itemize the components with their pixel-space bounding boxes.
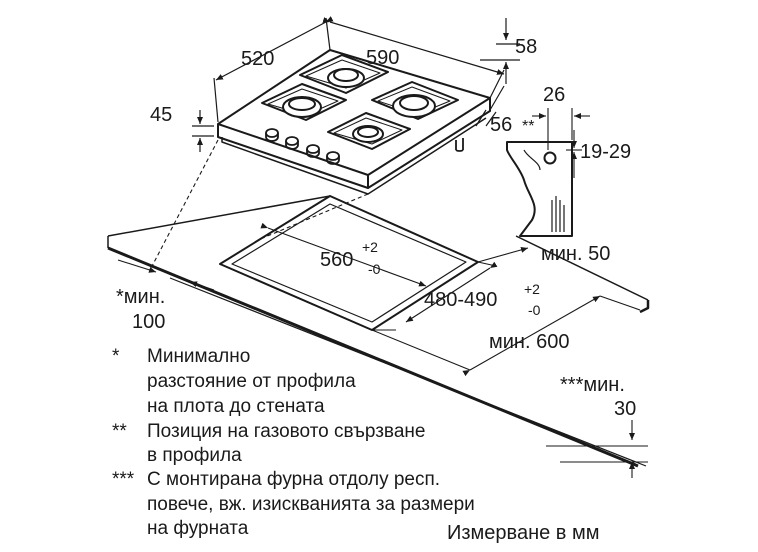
cutout-depth-tol-plus: +2 <box>524 281 540 297</box>
min-30-label-a: ***мин. <box>560 374 625 396</box>
min-600-label: мин. 600 <box>489 331 570 353</box>
cutout-depth-label: 480-490 <box>424 289 498 311</box>
dim-19-29-label: 19-29 <box>580 141 632 163</box>
footnote-2-line-1: Позиция на газовото свързване <box>147 421 426 442</box>
footnote-1-line-2: разстояние от профила <box>147 371 356 392</box>
units-label: Измерване в мм <box>447 522 600 544</box>
min-100-label-a: *мин. <box>116 286 166 308</box>
footnote-3-line-1: С монтирана фурна отдолу респ. <box>147 469 441 490</box>
footnote-3-line-3: на фурната <box>147 518 249 539</box>
hob-drawing <box>217 49 491 195</box>
hob-front-edge <box>217 124 369 189</box>
footnote-2-mark: ** <box>112 421 127 442</box>
dim-56-label: 56 <box>490 114 513 136</box>
footnote-1-line-3: на плота до стената <box>147 396 325 417</box>
worktop-drawing <box>107 139 650 478</box>
cutout-width-tol-minus: -0 <box>368 261 381 277</box>
min-50-label: мин. 50 <box>541 243 611 265</box>
cutout-depth-tol-minus: -0 <box>528 302 541 318</box>
min-100-label-b: 100 <box>132 311 166 333</box>
worktop-profile-detail <box>506 108 590 237</box>
dim-520-label: 520 <box>241 48 275 70</box>
footnote-1-mark: * <box>112 346 120 367</box>
dim-45-label: 45 <box>150 104 173 126</box>
footnote-2-line-2: в профила <box>147 445 242 466</box>
dim-26-label: 26 <box>543 84 566 106</box>
min-30-label-b: 30 <box>614 398 637 420</box>
footnote-1-line-1: Минимално <box>147 346 251 367</box>
cutout-width-tol-plus: +2 <box>362 239 378 255</box>
hob-dimension-lines <box>192 16 520 152</box>
footnote-3-line-2: повече, вж. изискванията за размери <box>147 494 475 515</box>
dim-590-label: 590 <box>366 47 400 69</box>
dim-58-label: 58 <box>515 36 538 58</box>
footnote-3-mark: *** <box>112 469 135 490</box>
hob-right-edge <box>367 98 491 189</box>
gas-position-mark: ** <box>522 118 535 135</box>
control-knobs <box>265 128 340 165</box>
gas-connection <box>455 138 464 152</box>
cutout-width-label: 560 <box>320 249 354 271</box>
